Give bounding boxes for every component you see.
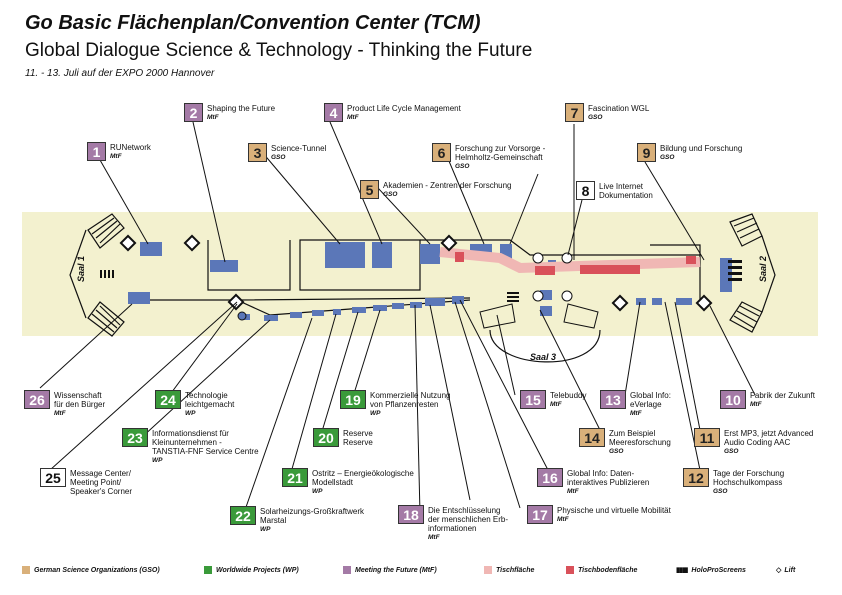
saal3-label: Saal 3: [530, 352, 557, 362]
station-number-16: 16: [537, 468, 563, 487]
station-number-2: 2: [184, 103, 203, 122]
tischbodenflaeche: [455, 252, 696, 275]
station-number-20: 20: [313, 428, 339, 447]
legend-mtf: Meeting the Future (MtF): [343, 566, 437, 574]
station-label-25: Message Center/Meeting Point/Speaker's C…: [70, 469, 132, 496]
station-number-24: 24: [155, 390, 181, 409]
station-label-6: Forschung zur Vorsorge -Helmholtz-Gemein…: [455, 144, 546, 170]
station-number-26: 26: [24, 390, 50, 409]
page-title: Go Basic Flächenplan/Convention Center (…: [25, 12, 481, 34]
booths: [128, 242, 732, 321]
station-number-11: 11: [694, 428, 720, 447]
saal2-label: Saal 2: [758, 255, 769, 283]
station-number-19: 19: [340, 390, 366, 409]
station-number-12: 12: [683, 468, 709, 487]
station-label-16: Global Info: Daten-interaktives Publizie…: [567, 469, 650, 495]
columns: [237, 252, 573, 321]
leader-lines: [39, 121, 756, 515]
holo-screens: [100, 260, 742, 302]
station-number-4: 4: [324, 103, 343, 122]
event-dates: 11. - 13. Juli auf der EXPO 2000 Hannove…: [25, 68, 215, 79]
station-number-8: 8: [576, 181, 595, 200]
legend-tischboden: Tischbodenfläche: [566, 566, 637, 574]
station-number-3: 3: [248, 143, 267, 162]
station-number-15: 15: [520, 390, 546, 409]
saal3-outline: [489, 329, 601, 363]
station-number-18: 18: [398, 505, 424, 524]
saal2-wall: [761, 235, 776, 313]
stairs-saal3: [479, 303, 599, 329]
legend-wp: Worldwide Projects (WP): [204, 566, 299, 574]
station-number-17: 17: [527, 505, 553, 524]
station-number-9: 9: [637, 143, 656, 162]
station-number-6: 6: [432, 143, 451, 162]
station-number-10: 10: [720, 390, 746, 409]
legend-lift: ◇Lift: [776, 567, 796, 574]
lift-markers: [119, 234, 713, 312]
saal1-wall: [69, 229, 87, 319]
legend-gso: German Science Organizations (GSO): [22, 566, 160, 574]
stairs-left-top: [87, 213, 125, 249]
station-number-14: 14: [579, 428, 605, 447]
legend-tisch: Tischfläche: [484, 566, 534, 574]
station-number-22: 22: [230, 506, 256, 525]
station-number-25: 25: [40, 468, 66, 487]
station-number-21: 21: [282, 468, 308, 487]
station-number-13: 13: [600, 390, 626, 409]
station-number-7: 7: [565, 103, 584, 122]
station-number-23: 23: [122, 428, 148, 447]
page-subtitle: Global Dialogue Science & Technology - T…: [25, 40, 533, 61]
legend-holo: ▮▮▮▮HoloProScreens: [676, 567, 746, 574]
station-number-1: 1: [87, 142, 106, 161]
station-number-5: 5: [360, 180, 379, 199]
saal1-label: Saal 1: [76, 255, 87, 283]
